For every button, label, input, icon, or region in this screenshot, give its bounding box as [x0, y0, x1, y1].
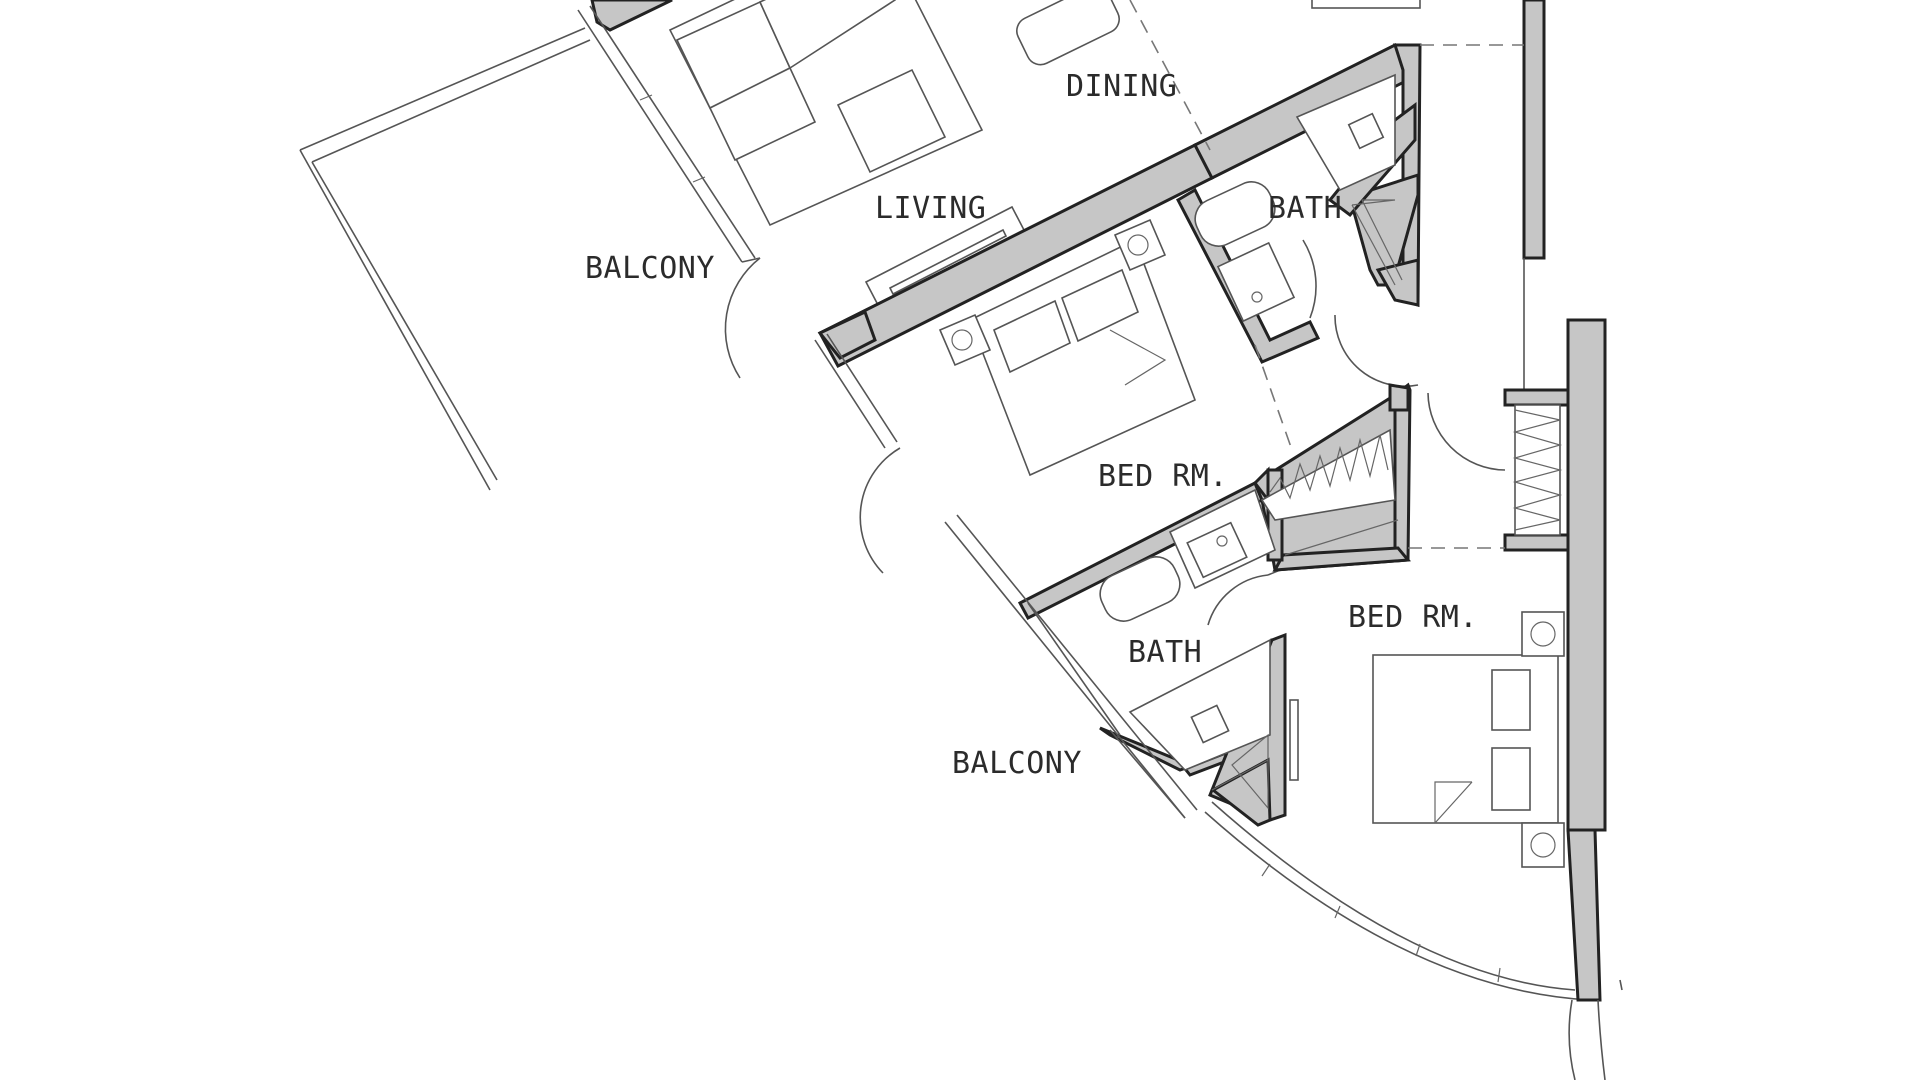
lower-bath-fixtures — [1099, 488, 1276, 810]
room-labels: DINING LIVING BATH BALCONY BED RM. BED R… — [585, 69, 1478, 781]
label-bedroom-2: BED RM. — [1348, 600, 1478, 635]
bath2-window — [1289, 699, 1299, 781]
label-balcony-2: BALCONY — [952, 746, 1082, 781]
label-dining: DINING — [1066, 69, 1177, 104]
label-bath-2: BATH — [1128, 635, 1202, 670]
label-living: LIVING — [875, 191, 986, 226]
bedroom1-window — [814, 309, 898, 449]
right-lower-wall — [1566, 318, 1623, 1080]
label-bedroom-1: BED RM. — [1098, 459, 1228, 494]
balcony-outline-lower — [944, 514, 1591, 1001]
bedroom-divider — [1254, 344, 1293, 451]
bedroom2-bed — [1372, 611, 1565, 868]
dining-divider — [1129, 0, 1211, 151]
tv-console — [864, 205, 1026, 307]
label-balcony-1: BALCONY — [585, 251, 715, 286]
upper-bath-fixtures — [1194, 73, 1403, 323]
wardrobe-1 — [1260, 428, 1399, 556]
balcony-outline-left — [299, 27, 591, 491]
wardrobe-2 — [1408, 388, 1570, 552]
bedroom1-bed — [938, 218, 1197, 477]
living-sofa — [668, 0, 984, 227]
top-window — [577, 0, 756, 263]
label-bath-1: BATH — [1268, 191, 1342, 226]
dining-chair — [1016, 0, 1421, 66]
